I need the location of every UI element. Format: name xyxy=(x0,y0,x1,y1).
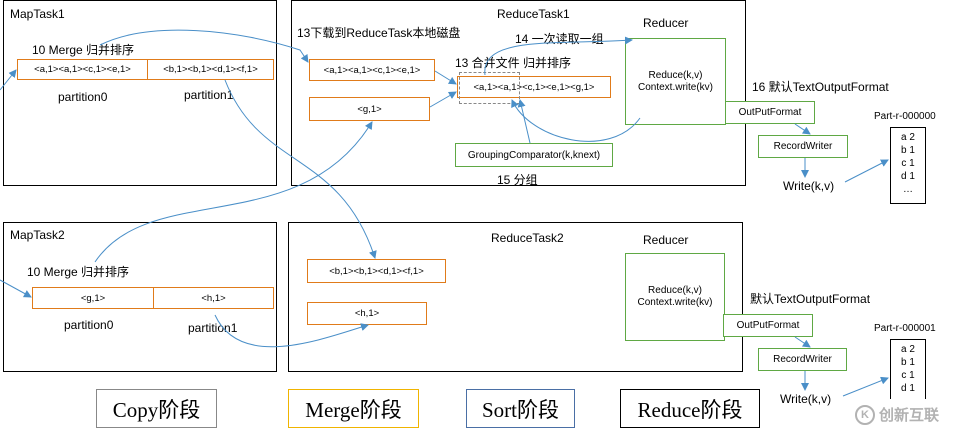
reducetask1-group-label: 15 分组 xyxy=(497,173,538,187)
maptask2-merge-label: 10 Merge 归并排序 xyxy=(27,265,130,279)
reducetask2-reduce-call: Reduce(k,v) xyxy=(648,285,702,296)
reducetask2-title: ReduceTask2 xyxy=(491,231,564,245)
reducetask1-box1: <a,1><a,1><c,1><e,1> xyxy=(309,59,435,81)
reducetask2-output-format-label: 默认TextOutputFormat xyxy=(750,292,871,306)
reducetask2-record-writer-box: RecordWriter xyxy=(758,348,847,371)
maptask1-partition0-label: partition0 xyxy=(58,90,108,104)
reducetask2-part-file-box: a 2 b 1 c 1 d 1 xyxy=(890,339,926,399)
maptask1-merge-label: 10 Merge 归并排序 xyxy=(32,43,135,57)
maptask1-partition0-box: <a,1><a,1><c,1><e,1> xyxy=(17,59,148,80)
reducetask1-output-format-label: 16 默认TextOutputFormat xyxy=(752,80,889,94)
reducetask2-part-file-name: Part-r-000001 xyxy=(874,323,936,334)
watermark-text: 创新互联 xyxy=(879,407,940,424)
maptask1-title: MapTask1 xyxy=(10,7,65,21)
reducetask1-write-label: Write(k,v) xyxy=(783,179,835,193)
reducetask1-part-file-name: Part-r-000000 xyxy=(874,111,936,122)
part-line: d 1 xyxy=(901,383,915,394)
reducetask1-part-file-box: a 2 b 1 c 1 d 1 … xyxy=(890,127,926,204)
reducetask2-box2: <h,1> xyxy=(307,302,427,325)
part-line: … xyxy=(903,184,913,195)
part-line: b 1 xyxy=(901,357,915,368)
reducetask1-reducer-box: Reduce(k,v) Context.write(kv) xyxy=(625,38,726,125)
stage-copy: Copy阶段 xyxy=(96,389,217,428)
maptask2-partition0-label: partition0 xyxy=(64,318,114,332)
reducetask2-reducer-box: Reduce(k,v) Context.write(kv) xyxy=(625,253,725,341)
watermark-mark: K xyxy=(855,404,875,425)
reducetask1-record-writer-box: RecordWriter xyxy=(758,135,848,158)
reducetask1-read-group-label: 14 一次读取一组 xyxy=(515,32,604,46)
maptask2-partition1-box: <h,1> xyxy=(153,287,274,309)
reducetask1-group-highlight xyxy=(459,72,520,104)
stage-merge: Merge阶段 xyxy=(288,389,419,428)
grouping-comparator-box: GroupingComparator(k,knext) xyxy=(455,143,613,167)
reducetask1-box2: <g,1> xyxy=(309,97,430,121)
r2-partfile-arrow xyxy=(842,376,889,397)
reducetask1-reduce-call: Reduce(k,v) xyxy=(648,69,703,81)
part-line: c 1 xyxy=(901,370,915,381)
reducetask2-context-write: Context.write(kv) xyxy=(637,297,713,308)
part-line: a 2 xyxy=(901,132,915,143)
stage-sort: Sort阶段 xyxy=(466,389,575,428)
maptask2-title: MapTask2 xyxy=(10,228,65,242)
part-line: d 1 xyxy=(901,171,915,182)
r1-recordwriter-arrow xyxy=(794,123,811,135)
maptask1-partition1-label: partition1 xyxy=(184,88,234,102)
stage-reduce: Reduce阶段 xyxy=(620,389,760,428)
maptask1-panel xyxy=(3,0,277,186)
reducetask1-merge-file-label: 13 合并文件 归并排序 xyxy=(455,56,572,70)
part-line: b 1 xyxy=(901,145,915,156)
reducetask2-write-label: Write(k,v) xyxy=(780,392,832,406)
reducetask1-context-write: Context.write(kv) xyxy=(637,81,713,93)
r2-recordwriter-arrow xyxy=(794,336,811,348)
reducetask1-output-format-box: OutPutFormat xyxy=(725,101,815,124)
part-line: a 2 xyxy=(901,344,915,355)
maptask2-partition1-label: partition1 xyxy=(188,321,238,335)
reducetask2-output-format-box: OutPutFormat xyxy=(723,314,813,337)
r1-partfile-arrow xyxy=(844,159,889,183)
part-line: c 1 xyxy=(901,158,915,169)
reducetask1-download-label: 13下载到ReduceTask本地磁盘 xyxy=(297,26,461,40)
reducetask1-title: ReduceTask1 xyxy=(497,7,570,21)
watermark-logo: K 创新互联 xyxy=(855,404,939,425)
reducetask1-merged-box: <a,1><a,1><c,1><e,1><g,1> xyxy=(457,76,611,98)
maptask2-partition0-box: <g,1> xyxy=(32,287,154,309)
reducetask2-reducer-title: Reducer xyxy=(643,233,689,247)
reducetask1-reducer-title: Reducer xyxy=(643,16,689,30)
maptask1-partition1-box: <b,1><b,1><d,1><f,1> xyxy=(147,59,274,80)
reducetask2-box1: <b,1><b,1><d,1><f,1> xyxy=(307,259,446,283)
